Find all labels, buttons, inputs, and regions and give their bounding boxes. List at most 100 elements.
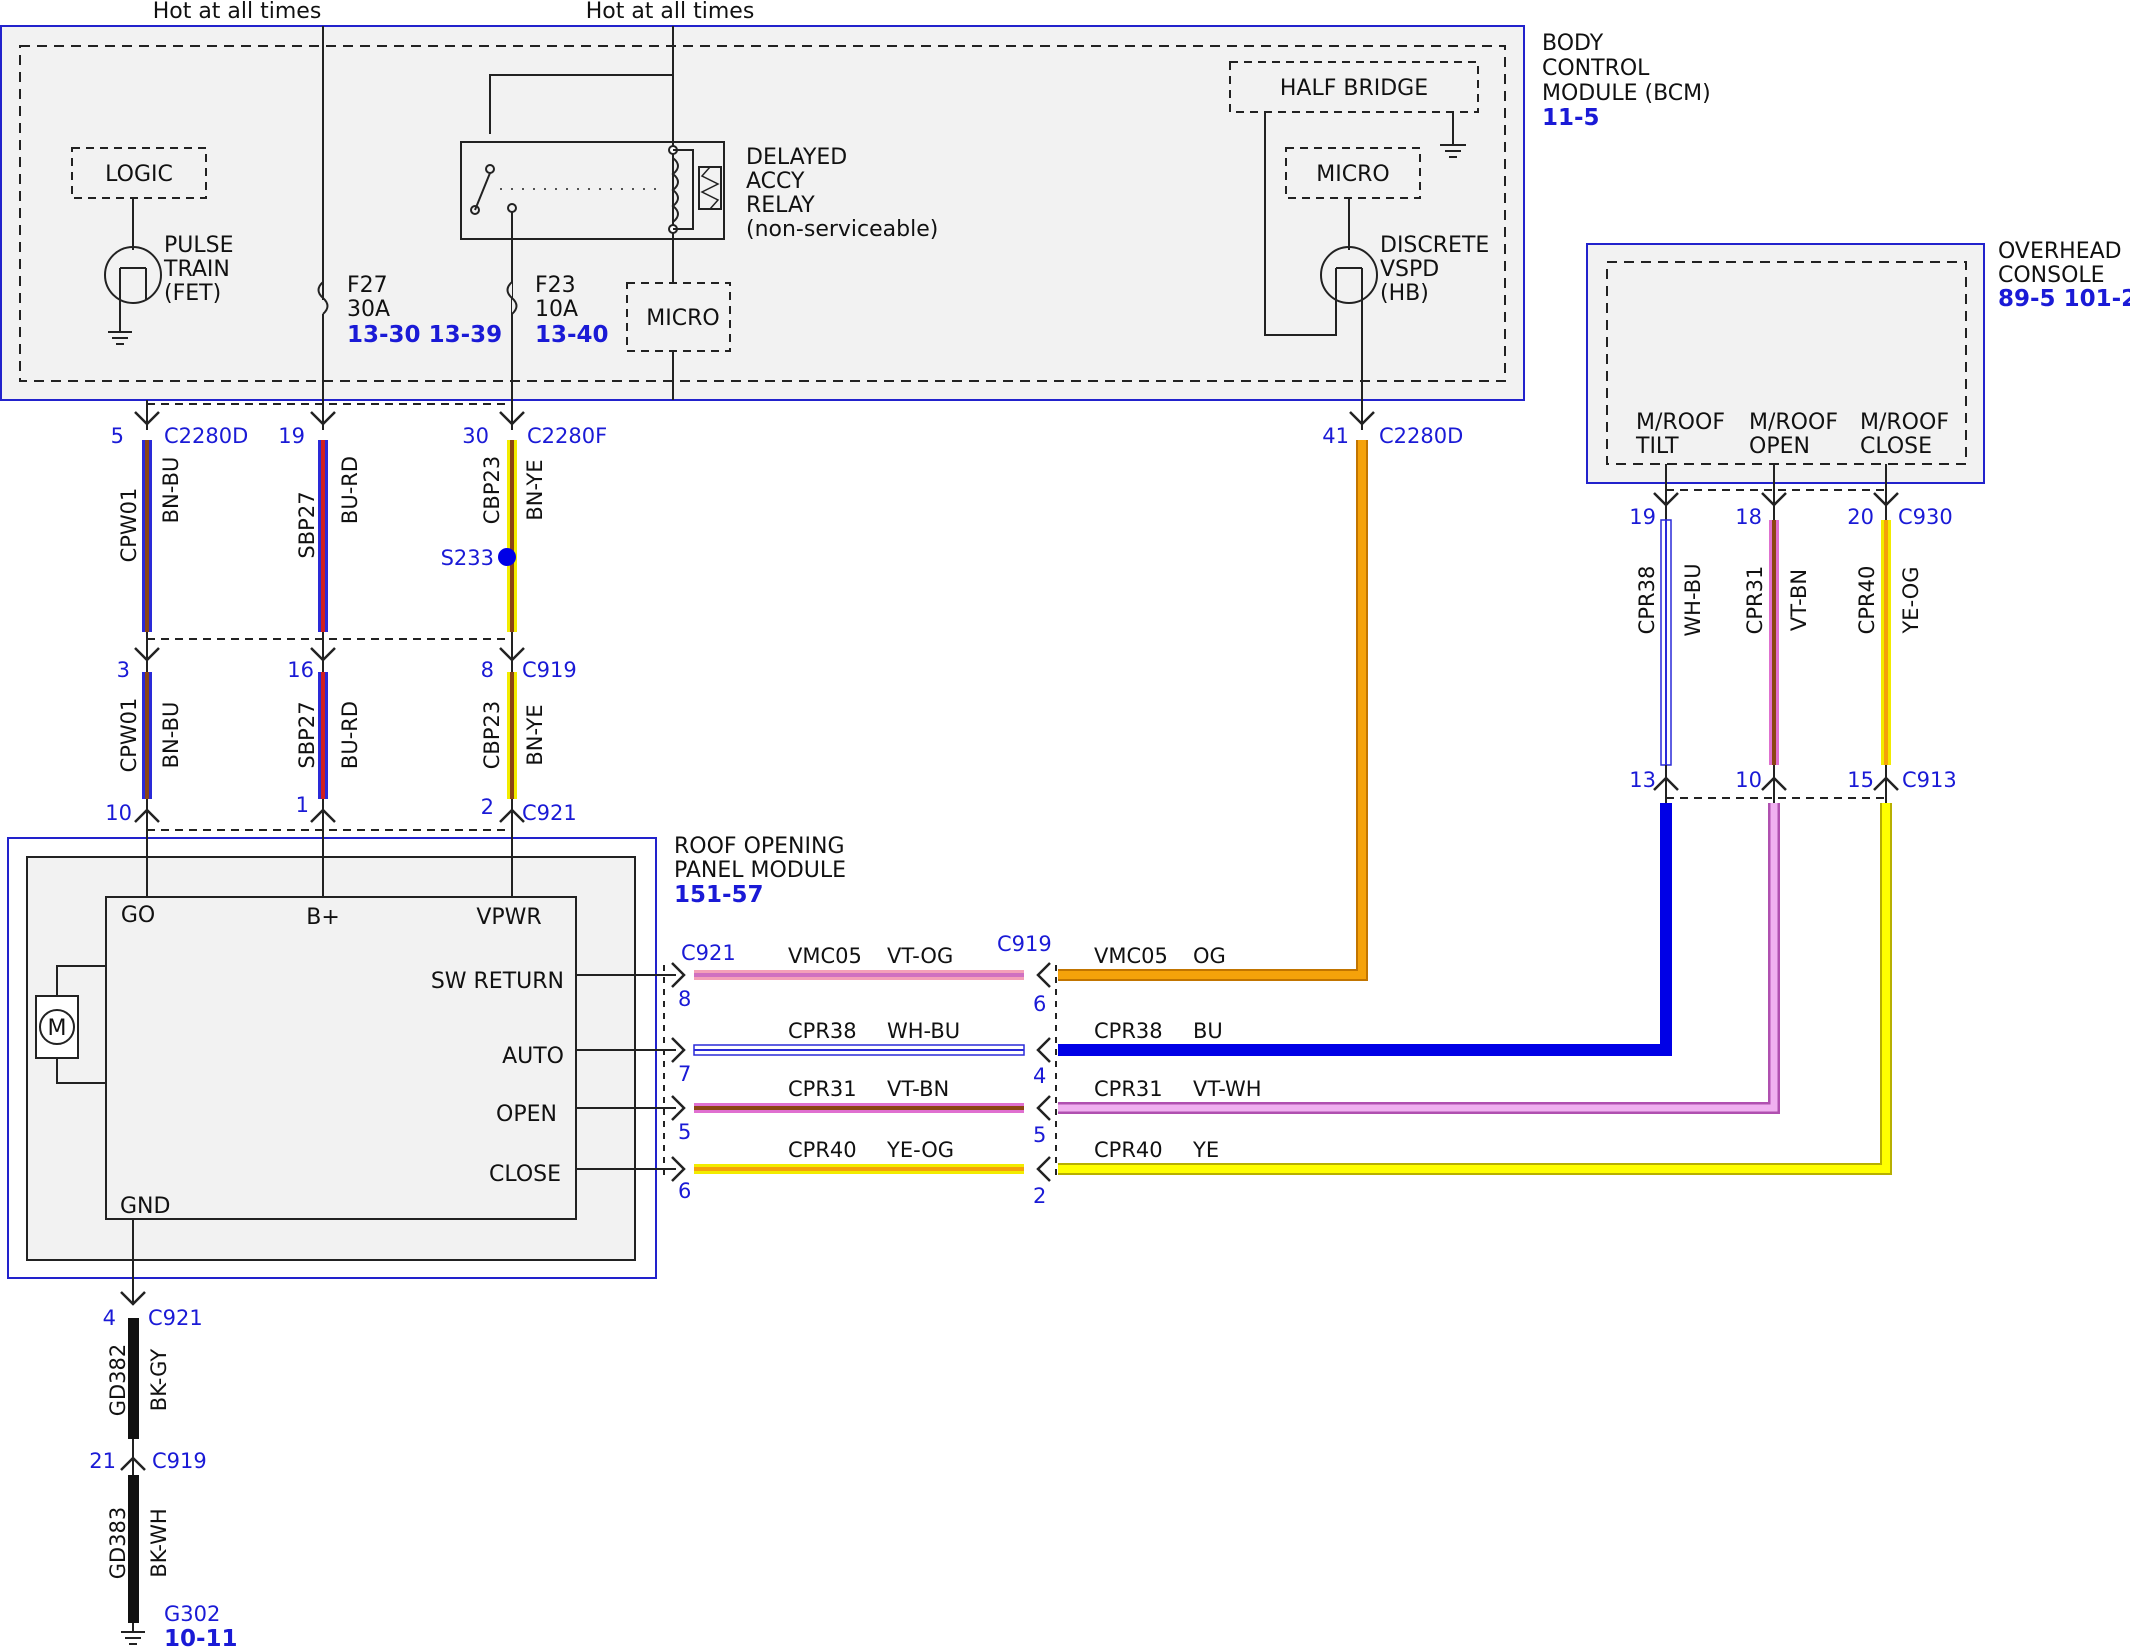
overhead-console-refs: 89-5 101-2 xyxy=(1998,286,2130,312)
roof-pin-bplus: B+ xyxy=(306,905,340,930)
power-label-right: Hot at all times xyxy=(586,0,755,24)
roof-input-close: CLOSE xyxy=(489,1162,561,1187)
svg-text:30A: 30A xyxy=(347,297,390,322)
c921-top-pins xyxy=(134,799,525,831)
logic-block xyxy=(71,147,207,199)
g302-ref: 10-11 xyxy=(164,1626,238,1651)
roof-pin-gnd: GND xyxy=(120,1194,170,1219)
c930-connector xyxy=(1653,464,1899,520)
wire-cbp23-upper xyxy=(507,440,517,632)
wire-cpr40-left-color: YE-OG xyxy=(886,1138,954,1162)
c2280-pins xyxy=(134,400,1375,430)
svg-text:CONTROL: CONTROL xyxy=(1542,56,1650,81)
c919-gnd-name: C919 xyxy=(152,1449,207,1473)
c2280d-left-pin: 5 xyxy=(111,424,124,448)
svg-text:CONSOLE: CONSOLE xyxy=(1998,263,2105,288)
micro-right-block xyxy=(1285,147,1421,199)
splice-s233-label: S233 xyxy=(441,546,494,570)
svg-text:M/ROOF: M/ROOF xyxy=(1749,410,1838,435)
wire-cpw01-upper-color: BN-BU xyxy=(159,457,183,524)
svg-text:PANEL MODULE: PANEL MODULE xyxy=(674,858,846,883)
wire-sbp27-upper-circuit: SBP27 xyxy=(295,491,319,558)
svg-text:DISCRETE: DISCRETE xyxy=(1380,233,1489,258)
fuse-f23-icon xyxy=(506,281,518,315)
svg-text:(non-serviceable): (non-serviceable) xyxy=(746,217,938,242)
ground-g302-icon xyxy=(121,1623,145,1645)
svg-text:ROOF OPENING: ROOF OPENING xyxy=(674,834,845,859)
svg-text:DELAYED: DELAYED xyxy=(746,145,847,170)
bcm-inner-boundary xyxy=(19,45,1506,382)
bcm-module-box xyxy=(0,25,1525,401)
svg-text:13-40: 13-40 xyxy=(535,322,609,348)
wire-vmc05-right-circuit: VMC05 xyxy=(1094,944,1168,968)
logic-label: LOGIC xyxy=(105,162,173,187)
wire-cpr40-right-color: YE xyxy=(1192,1138,1219,1162)
half-bridge-block xyxy=(1229,61,1479,113)
c921-mid-connector xyxy=(663,962,686,1182)
c921-top-pin-1: 10 xyxy=(105,801,132,825)
bcm-ref: 11-5 xyxy=(1542,105,1600,131)
discrete-vspd-fet-icon xyxy=(1320,246,1378,304)
wire-cpr38-vertical-color: WH-BU xyxy=(1681,563,1705,636)
roof-logic-box xyxy=(105,896,577,1220)
wire-cpw01-lower-color: BN-BU xyxy=(159,702,183,769)
c919-top-pin-1: 3 xyxy=(117,658,130,682)
wire-cpr40-vertical-circuit: CPR40 xyxy=(1855,566,1879,635)
wire-vmc05-right xyxy=(1058,440,1368,981)
c913-pin-1: 13 xyxy=(1629,768,1656,792)
wire-cpw01-lower-circuit: CPW01 xyxy=(117,698,141,773)
c921-top-pin-2: 1 xyxy=(296,793,309,817)
wire-cbp23-lower xyxy=(507,672,517,799)
wire-cpw01-lower xyxy=(142,672,152,799)
wire-gd383-color: BK-WH xyxy=(147,1508,171,1577)
splice-s233-icon xyxy=(498,548,516,566)
roof-input-sw-return: SW RETURN xyxy=(431,969,564,994)
pulse-train-fet-icon xyxy=(104,246,162,345)
svg-text:OPEN: OPEN xyxy=(1749,434,1810,459)
wire-sbp27-lower-color: BU-RD xyxy=(338,701,362,769)
wire-cpr38-right xyxy=(1058,803,1672,1056)
c919-mid-connector xyxy=(1036,962,1057,1182)
svg-text:TRAIN: TRAIN xyxy=(163,257,230,282)
wire-cpr40-vertical-color: YE-OG xyxy=(1899,566,1923,634)
wire-vmc05-left xyxy=(694,970,1024,980)
wire-cpr31-right-color: VT-WH xyxy=(1193,1077,1262,1101)
svg-text:(FET): (FET) xyxy=(164,281,221,306)
relay-label: DELAYED ACCY RELAY (non-serviceable) xyxy=(746,145,938,242)
wire-vmc05-left-circuit: VMC05 xyxy=(788,944,862,968)
c2280d-right-pin: 41 xyxy=(1322,424,1349,448)
wire-cbp23-lower-circuit: CBP23 xyxy=(480,701,504,769)
svg-text:F23: F23 xyxy=(535,273,576,298)
c913-pin-2: 10 xyxy=(1735,768,1762,792)
discrete-label: DISCRETE VSPD (HB) xyxy=(1380,233,1489,306)
overhead-pin-close-label: M/ROOF CLOSE xyxy=(1860,410,1949,459)
svg-text:PULSE: PULSE xyxy=(164,233,234,258)
c2280f-name: C2280F xyxy=(527,424,607,448)
svg-text:OVERHEAD: OVERHEAD xyxy=(1998,239,2122,264)
wire-cpr38-vertical-circuit: CPR38 xyxy=(1635,566,1659,635)
c919-top-name: C919 xyxy=(522,658,577,682)
overhead-console-inner xyxy=(1606,261,1967,465)
c2280d-right-name: C2280D xyxy=(1379,424,1463,448)
relay-switch-icon xyxy=(470,164,660,215)
c913-name: C913 xyxy=(1902,768,1957,792)
relay-box xyxy=(460,141,725,240)
roof-module-ref: 151-57 xyxy=(674,882,764,908)
wire-cpr31-vertical-circuit: CPR31 xyxy=(1743,566,1767,635)
wire-gd382 xyxy=(128,1318,139,1439)
wire-cpr31-left-circuit: CPR31 xyxy=(788,1077,857,1101)
roof-module-name: ROOF OPENING PANEL MODULE 151-57 xyxy=(674,834,846,908)
overhead-console-box xyxy=(1586,243,1985,484)
wire-cpr31-right-circuit: CPR31 xyxy=(1094,1077,1163,1101)
wire-cpr40-left-circuit: CPR40 xyxy=(788,1138,857,1162)
overhead-console-name: OVERHEAD CONSOLE 89-5 101-2 xyxy=(1998,239,2130,312)
motor-label: M xyxy=(48,1016,67,1041)
c919-mid-pin-2: 4 xyxy=(1033,1064,1046,1088)
relay-coil-icon xyxy=(668,145,722,234)
c930-pin-3: 20 xyxy=(1847,505,1874,529)
svg-text:F27: F27 xyxy=(347,273,388,298)
c919-top-pin-2: 16 xyxy=(287,658,314,682)
wire-gd382-color: BK-GY xyxy=(147,1349,171,1412)
wire-gd382-circuit: GD382 xyxy=(106,1344,130,1417)
